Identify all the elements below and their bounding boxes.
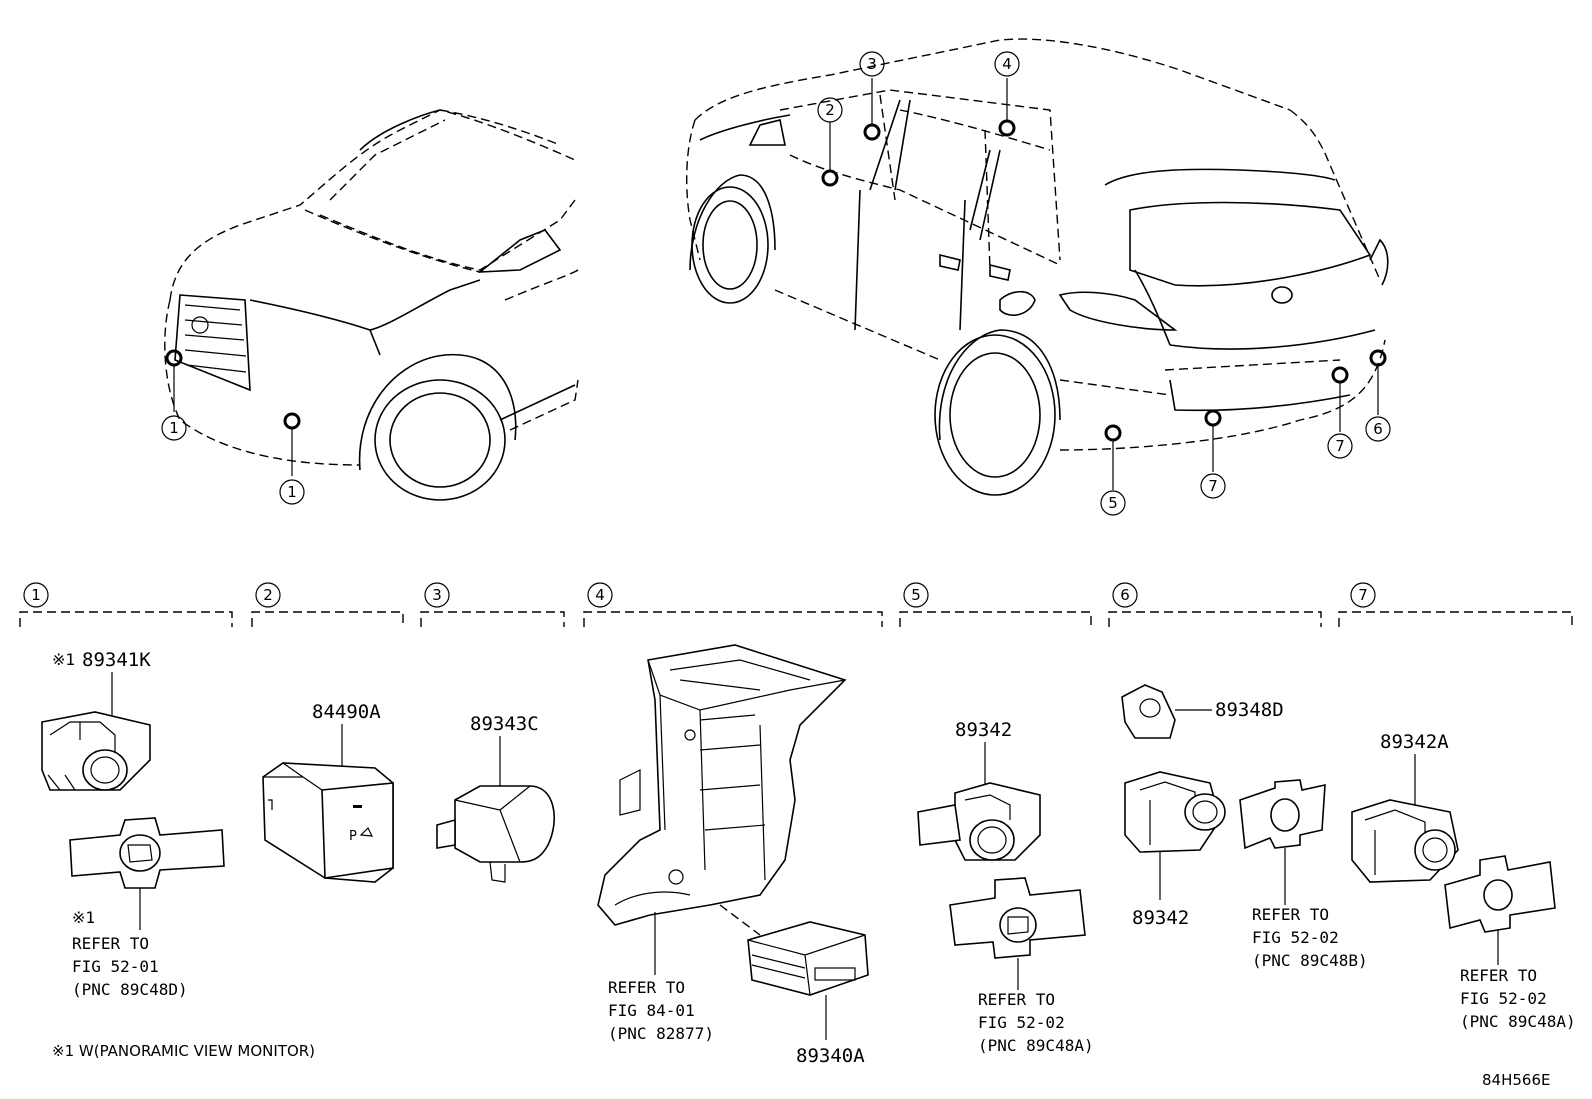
p5-part-number: 89342 (955, 719, 1012, 741)
indicator-lamp (353, 805, 362, 808)
p4-ref-line2: FIG 84-01 (608, 1001, 695, 1020)
callout-6: 6 (1373, 420, 1383, 438)
section-3-parts: 89343C (436, 713, 555, 883)
sensor-marker-front-center (283, 412, 301, 430)
front-vehicle-view (164, 109, 579, 501)
p6-retainer-part-number: 89348D (1215, 699, 1284, 721)
p4-ref-line3: (PNC 82877) (608, 1024, 714, 1043)
p7-ref-line2: FIG 52-02 (1460, 989, 1547, 1008)
callout-front-1a: 1 (169, 419, 179, 437)
p7-part-number: 89342A (1380, 731, 1449, 753)
p6-ref-line2: FIG 52-02 (1252, 928, 1339, 947)
p6-ref-line1: REFER TO (1252, 905, 1329, 924)
section-4-parts: REFER TO FIG 84-01 (PNC 82877) 89340A (597, 644, 869, 1067)
p5-ref-line3: (PNC 89C48A) (978, 1036, 1094, 1055)
p1-ref-line3: (PNC 89C48D) (72, 980, 188, 999)
sensor-marker-7a (1204, 409, 1222, 427)
section-4-number: 4 (595, 586, 605, 604)
diagram-code: 84H566E (1482, 1071, 1550, 1089)
p5-ref-line2: FIG 52-02 (978, 1013, 1065, 1032)
callout-7a: 7 (1208, 477, 1218, 495)
p5-ref-line1: REFER TO (978, 990, 1055, 1009)
sensor-marker-3 (863, 123, 881, 141)
p1-mark: ※1 (52, 650, 75, 669)
section-1-parts: ※1 89341K ※1 REFER TO FIG 52-01 (PNC 89C… (41, 649, 225, 999)
p4-part-number: 89340A (796, 1045, 865, 1067)
p4-ref-line1: REFER TO (608, 978, 685, 997)
section-headers: 1 2 3 4 5 6 7 (19, 582, 1573, 627)
callout-3: 3 (867, 55, 877, 73)
sensor-marker-front-left (165, 349, 183, 367)
p2-part-number: 84490A (312, 701, 381, 723)
p1-ref-line1: REFER TO (72, 934, 149, 953)
section-6-number: 6 (1120, 586, 1130, 604)
sensor-marker-2 (821, 169, 839, 187)
p6-part-number: 89342 (1132, 907, 1189, 929)
section-5-number: 5 (911, 586, 921, 604)
p7-ref-line1: REFER TO (1460, 966, 1537, 985)
p7-ref-line3: (PNC 89C48A) (1460, 1012, 1576, 1031)
section-1-number: 1 (31, 586, 41, 604)
callout-4: 4 (1002, 55, 1012, 73)
p1-note-mark: ※1 (72, 908, 95, 927)
section-5-parts: 89342 REFER TO FIG 52-02 (PNC 89C48A) (917, 719, 1094, 1055)
callout-7b: 7 (1335, 437, 1345, 455)
section-3-number: 3 (432, 586, 442, 604)
p1-part-number: 89341K (82, 649, 151, 671)
section-7-number: 7 (1358, 586, 1368, 604)
rear-vehicle-view (686, 38, 1389, 496)
footnote: ※1 W(PANORAMIC VIEW MONITOR) (52, 1042, 315, 1060)
callout-5: 5 (1108, 494, 1118, 512)
p3-part-number: 89343C (470, 713, 539, 735)
sensor-marker-4 (998, 119, 1016, 137)
section-7-parts: 89342A REFER TO FIG 52-02 (PNC 89C48A) (1351, 731, 1576, 1031)
vehicle-callouts: 1 1 2 3 4 5 7 7 6 (161, 51, 1391, 516)
section-2-parts: 84490A P (262, 701, 394, 883)
section-2-number: 2 (263, 586, 273, 604)
callout-2: 2 (825, 101, 835, 119)
sensor-marker-5 (1104, 424, 1122, 442)
p1-ref-line2: FIG 52-01 (72, 957, 159, 976)
switch-p-label: P (349, 829, 357, 844)
callout-front-1b: 1 (287, 483, 297, 501)
p6-ref-line3: (PNC 89C48B) (1252, 951, 1368, 970)
sensor-marker-7b (1331, 366, 1349, 384)
section-6-parts: 89348D 89342 REFER TO FIG 52-02 (PNC 89C… (1121, 684, 1368, 970)
